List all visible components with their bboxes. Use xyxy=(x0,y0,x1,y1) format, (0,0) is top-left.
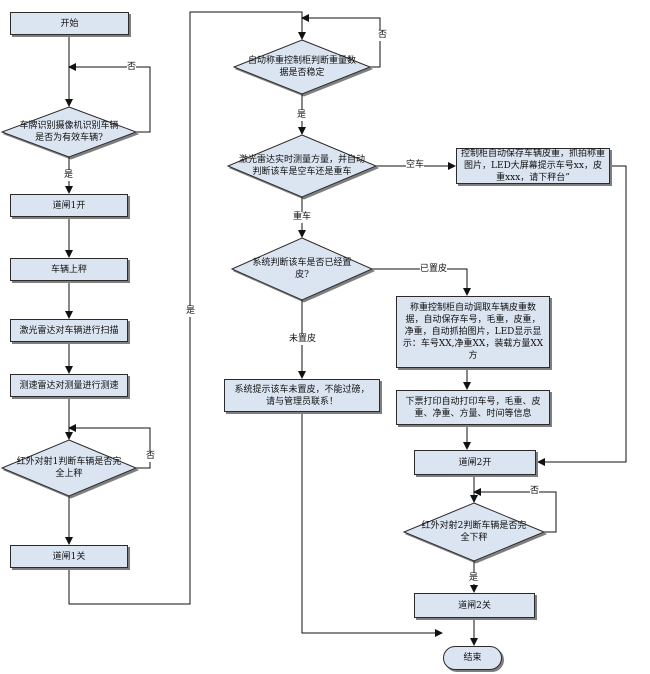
label-ir2-yes: 是 xyxy=(469,573,479,584)
print-ticket-text: 下票打印自动打印车号，毛重、皮重、净重、方量、时间等信息 xyxy=(405,396,541,419)
edge-tared-branch xyxy=(372,268,471,296)
empty-save-text: 控制柜自动保存车辆皮重，抓拍称重图片，LED大屏幕提示车号xx，皮重xxx，请下… xyxy=(461,149,606,183)
laser-scan-text: 激光雷达对车辆进行扫描 xyxy=(19,325,119,336)
not-tared-text: 系统提示该车未置皮，不能过磅，请与管理员联系！ xyxy=(234,384,370,407)
start-text: 开始 xyxy=(60,18,79,29)
start-box: 开始 xyxy=(10,12,129,35)
gate2-close-text: 道闸2关 xyxy=(458,600,491,611)
edge-plate-no-loop xyxy=(68,63,151,133)
gate2-open-text: 道闸2开 xyxy=(458,457,492,468)
laser-scan-box: 激光雷达对车辆进行扫描 xyxy=(10,319,128,342)
tare-check-text: 系统判断该车是否已经置皮? xyxy=(252,258,352,280)
edge-empty-to-gate2 xyxy=(537,165,627,466)
plate-check-text: 车牌识别摄像机识别车辆是否为有效车辆? xyxy=(19,121,119,143)
print-ticket-box: 下票打印自动打印车号，毛重、皮重、净重、方量、时间等信息 xyxy=(396,390,550,425)
label-heavy: 重车 xyxy=(293,212,312,223)
gate2-close-box: 道闸2关 xyxy=(414,593,535,618)
vehicle-on-text: 车辆上秤 xyxy=(50,264,87,275)
gate1-close-box: 道闸1关 xyxy=(10,545,128,568)
gate1-close-text: 道闸1关 xyxy=(52,551,86,562)
speed-radar-box: 测速雷达对测量进行测速 xyxy=(10,374,128,397)
gate2-open-box: 道闸2开 xyxy=(414,450,536,475)
label-stable-yes: 是 xyxy=(297,110,307,121)
end-terminator: 结束 xyxy=(443,646,502,670)
label-ir1-no: 否 xyxy=(146,451,156,462)
stable-check-text: 自动称重控制柜判断重量数据是否稳定 xyxy=(248,56,357,78)
label-tared: 已置皮 xyxy=(420,264,448,275)
speed-radar-text: 测速雷达对测量进行测速 xyxy=(19,380,119,391)
edge-stable-no-loop xyxy=(301,14,381,68)
edge-ir1-no-loop xyxy=(68,424,151,469)
edge-untared-to-end xyxy=(301,412,443,637)
label-stable-no: 否 xyxy=(378,30,388,41)
gate1-open-box: 道闸1开 xyxy=(10,194,128,217)
vehicle-on-box: 车辆上秤 xyxy=(10,258,128,281)
laser-measure-text: 激光雷达实时测量方量，并自动判断该车是空车还是重车 xyxy=(238,155,365,177)
label-connector-yes: 是 xyxy=(186,306,196,317)
not-tared-box: 系统提示该车未置皮，不能过磅，请与管理员联系！ xyxy=(224,379,380,412)
tared-process-box: 称重控制柜自动调取车辆皮重数据，自动保存车号，毛重，皮重，净重，自动抓拍图片，L… xyxy=(396,296,550,368)
end-text: 结束 xyxy=(463,653,482,663)
label-plate-yes: 是 xyxy=(64,170,74,181)
gate1-open-text: 道闸1开 xyxy=(52,200,86,211)
label-ir2-no: 否 xyxy=(530,486,540,497)
ir1-check-text: 红外对射1判断车辆是否完全上秤 xyxy=(16,457,122,479)
edge-ir2-no-loop xyxy=(473,488,557,533)
empty-save-box: 控制柜自动保存车辆皮重，抓拍称重图片，LED大屏幕提示车号xx，皮重xxx，请下… xyxy=(456,148,610,184)
tared-process-text: 称重控制柜自动调取车辆皮重数据，自动保存车号，毛重，皮重，净重，自动抓拍图片，L… xyxy=(402,303,544,361)
label-empty: 空车 xyxy=(406,160,425,171)
ir2-check-text: 红外对射2判断车辆是否完全下秤 xyxy=(421,521,527,543)
label-untared: 未置皮 xyxy=(289,334,317,345)
label-plate-no: 否 xyxy=(127,62,137,73)
